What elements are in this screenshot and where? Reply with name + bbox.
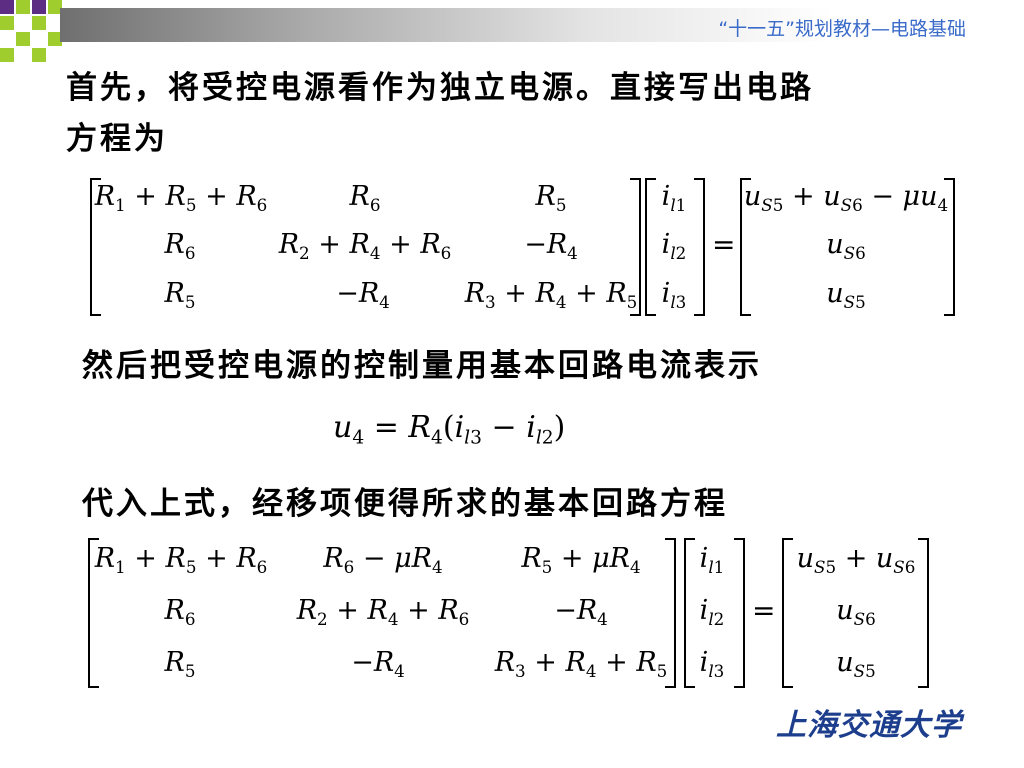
text-line-3: 然后把受控电源的控制量用基本回路电流表示 [82, 348, 762, 384]
header-title: “十一五”规划教材—电路基础 [718, 18, 966, 40]
text-line-1: 首先，将受控电源看作为独立电源。直接写出电路 [66, 70, 814, 106]
text-line-2: 方程为 [66, 121, 168, 157]
control-equation: u4 = R4(il3 − il2) [333, 410, 566, 449]
header-bar [60, 8, 1024, 42]
checker-logo [0, 0, 62, 62]
text-line-4: 代入上式，经移项便得所求的基本回路方程 [82, 486, 728, 522]
university-logo: 上海交通大学 [776, 708, 962, 743]
